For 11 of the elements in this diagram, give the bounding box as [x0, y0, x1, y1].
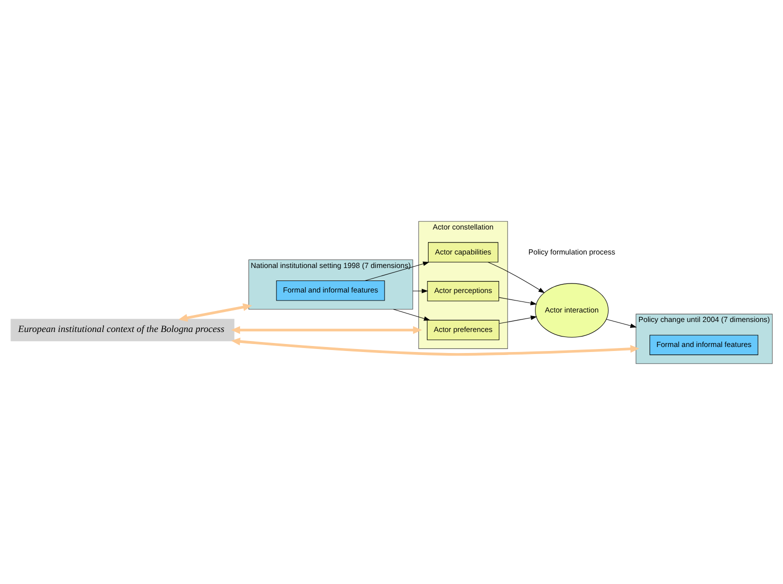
node-box: European institutional context of the Bologna process — [10, 318, 234, 341]
arrow — [498, 315, 538, 324]
arrow — [178, 302, 252, 322]
arrow — [488, 261, 545, 293]
arrow — [606, 318, 637, 328]
arrow — [412, 288, 428, 293]
arrow — [364, 261, 430, 281]
arrow — [231, 337, 640, 356]
arrow — [231, 326, 422, 334]
arrow — [498, 296, 537, 305]
arrow — [393, 308, 430, 320]
